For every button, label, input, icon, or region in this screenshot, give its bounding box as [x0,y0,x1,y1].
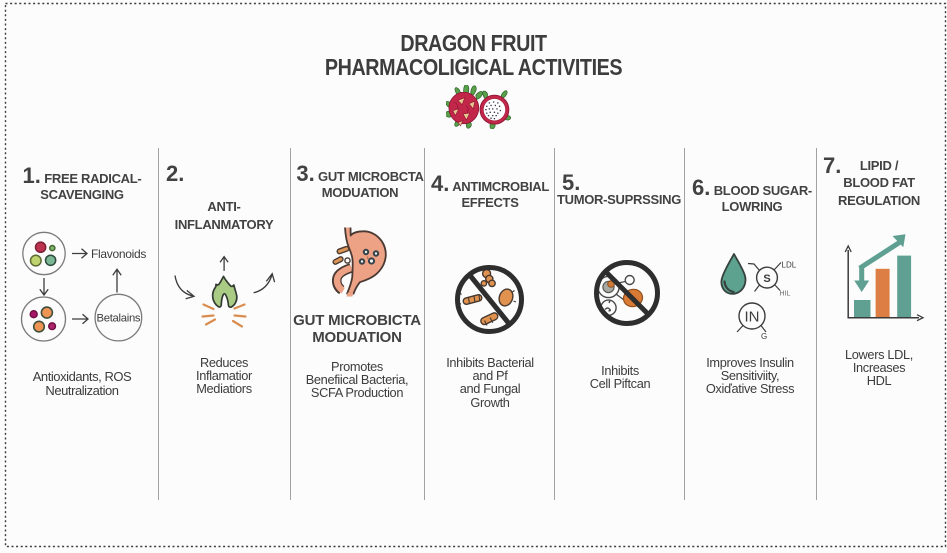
svg-text:G: G [761,332,767,341]
svg-text:LDL: LDL [782,261,797,270]
svg-text:IN: IN [745,309,760,326]
svg-text:Betalains: Betalains [97,313,141,325]
svg-text:S: S [763,273,770,285]
svg-text:HIL: HIL [780,291,791,298]
